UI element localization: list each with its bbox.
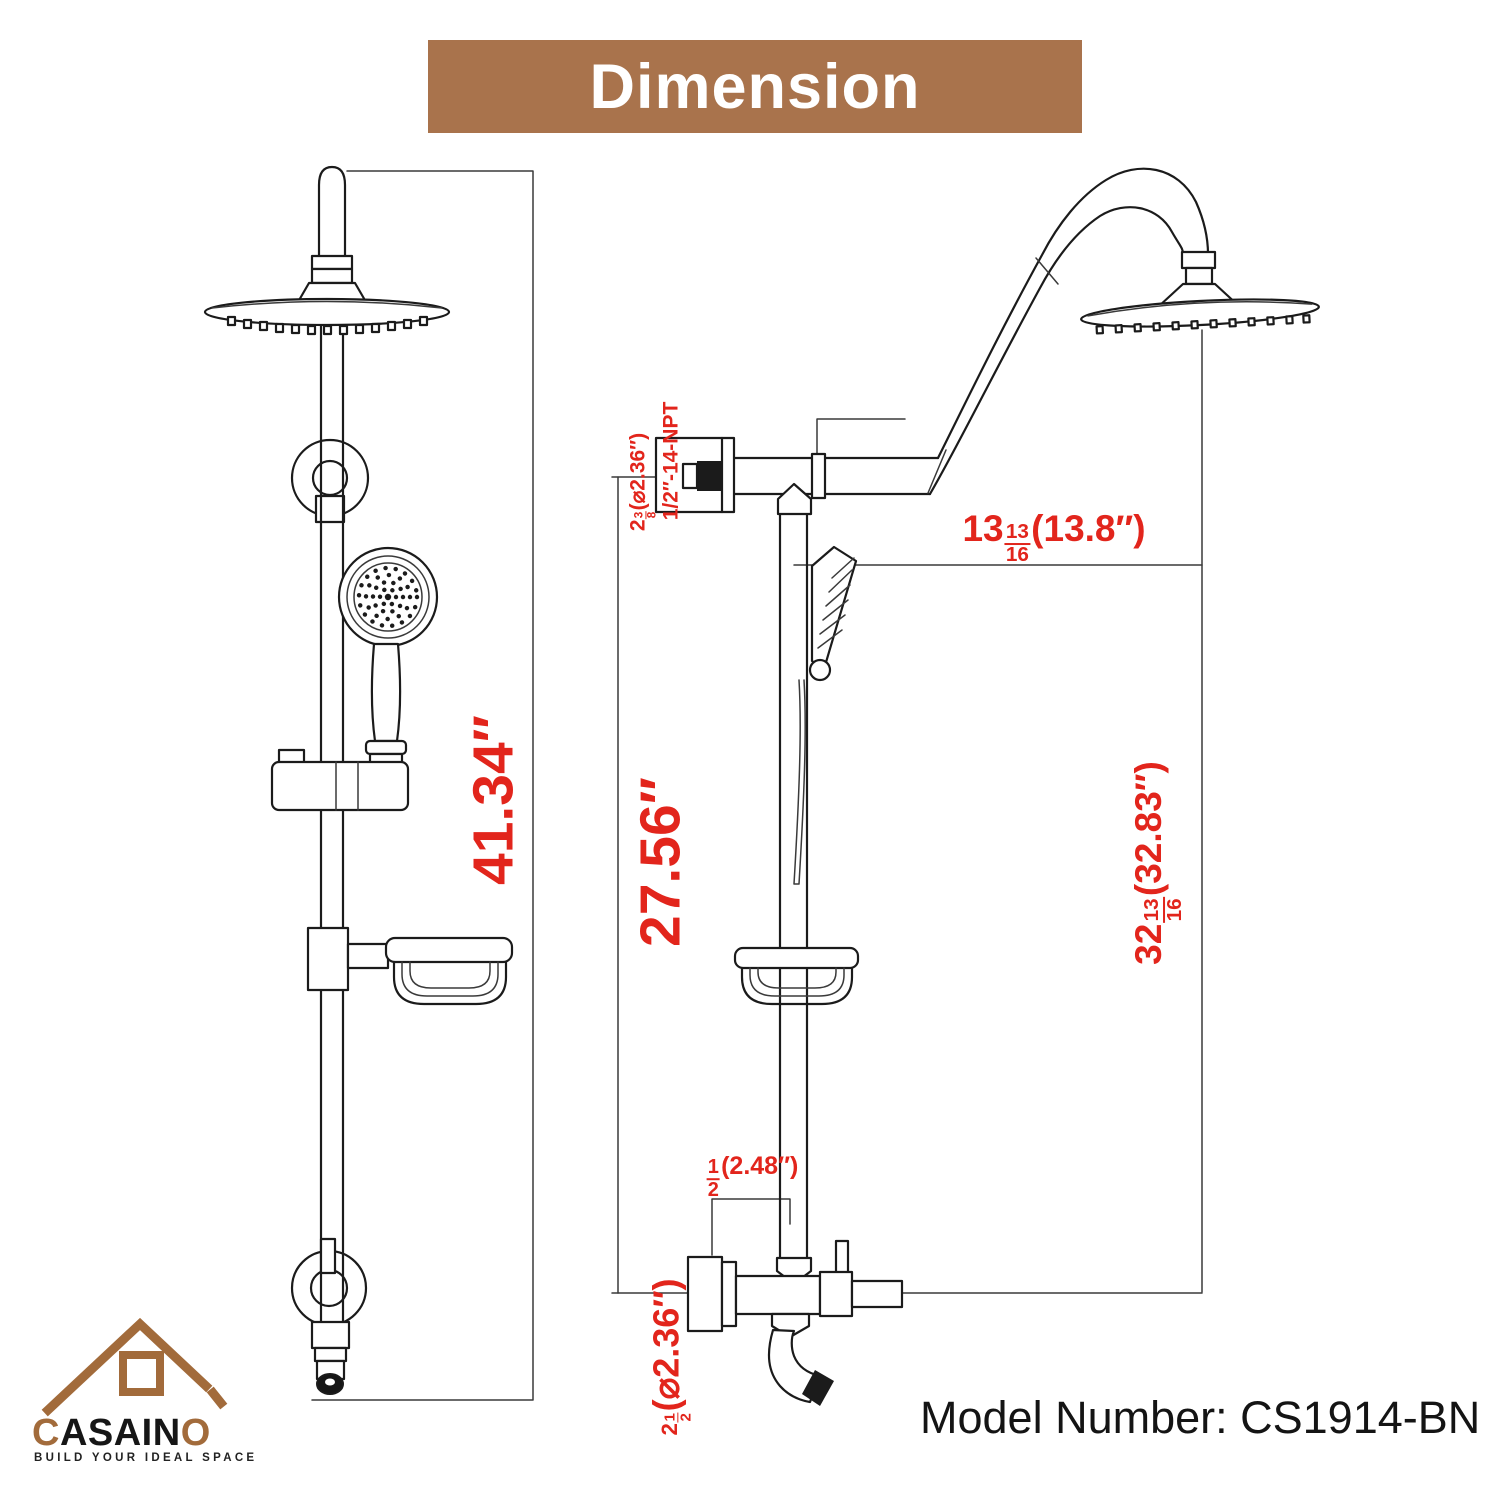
roof-icon	[41, 1317, 213, 1417]
casaino-logo-mark	[41, 1317, 228, 1417]
model-number-value: CS1914-BN	[1240, 1392, 1481, 1443]
side-diverter-handle	[793, 545, 858, 885]
brand-tagline: BUILD YOUR IDEAL SPACE	[34, 1452, 258, 1464]
side-gooseneck-arm	[732, 167, 1210, 500]
front-soap-dish	[306, 926, 514, 1006]
front-hand-shower	[337, 546, 439, 768]
window-icon	[119, 1351, 164, 1396]
front-riser-top	[296, 165, 368, 311]
front-bottom-valve	[310, 1237, 351, 1395]
side-view-drawing	[611, 167, 1320, 1406]
side-rain-shower-head	[1080, 250, 1320, 335]
model-number-label: Model Number:	[920, 1392, 1241, 1443]
side-elbow-cap	[776, 482, 813, 516]
front-extent-lines	[311, 170, 534, 1401]
front-view-drawing	[203, 165, 534, 1401]
front-rain-shower-head	[203, 297, 451, 336]
brand-wordmark: CASAINO	[32, 1412, 211, 1454]
side-wall-connector	[654, 436, 736, 514]
dim-front-total-height: 41.34″	[461, 715, 526, 885]
dim-thread-spec: 1/2″-14-NPT	[659, 401, 683, 521]
side-dimension-lines	[611, 329, 1203, 1294]
front-slider-bracket	[270, 748, 410, 812]
front-slide-bar	[319, 308, 345, 1324]
side-soap-dish	[733, 946, 860, 1006]
model-number: Model Number: CS1914-BN	[920, 1392, 1480, 1444]
side-riser-column	[778, 510, 809, 1260]
title-banner: Dimension	[428, 40, 1082, 133]
dim-side-center-height: 27.56″	[628, 777, 693, 947]
page-title: Dimension	[589, 51, 921, 122]
side-bottom-valve	[686, 1239, 904, 1406]
